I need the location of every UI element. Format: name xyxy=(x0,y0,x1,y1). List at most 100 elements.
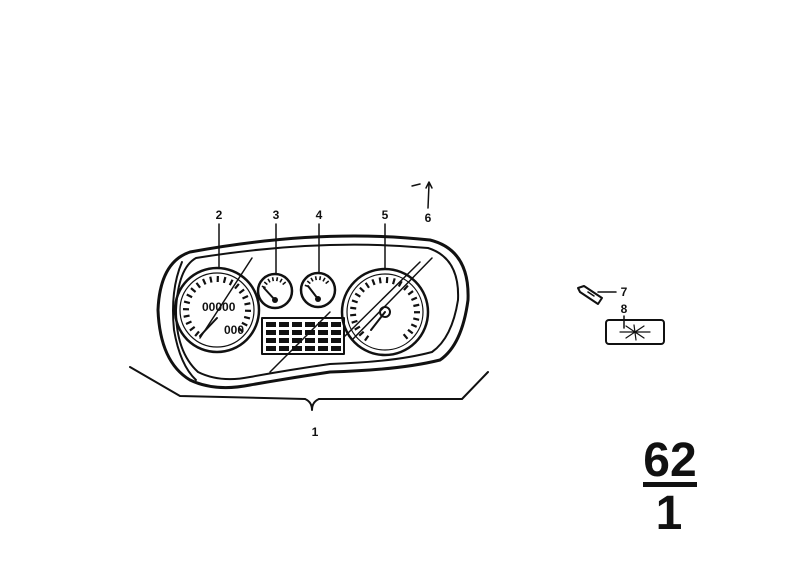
speedometer-tick xyxy=(187,294,192,297)
warning-lamp xyxy=(331,338,341,343)
warning-lamp xyxy=(279,322,289,327)
odometer-readout: 00000 xyxy=(202,300,236,314)
fuel-gauge-hub xyxy=(272,297,278,303)
speedometer: 00000 000 xyxy=(175,268,259,352)
temperature-gauge-tick xyxy=(320,276,321,280)
tachometer-tick xyxy=(355,327,360,330)
tachometer-tick xyxy=(408,330,413,334)
callout-5: 5 xyxy=(382,208,389,222)
speedometer-tick xyxy=(184,302,190,303)
warning-lamp xyxy=(305,338,315,343)
fuel-gauge-tick xyxy=(264,282,267,285)
speedometer-tick xyxy=(224,277,225,283)
temperature-gauge-tick xyxy=(311,278,313,281)
warning-lamp xyxy=(292,330,302,335)
temperature-gauge xyxy=(301,273,335,307)
tachometer-tick xyxy=(366,283,369,288)
warning-lamp xyxy=(266,338,276,343)
temperature-gauge-tick xyxy=(326,281,329,284)
speedometer-tick xyxy=(186,322,191,324)
warning-lamp xyxy=(279,346,289,351)
speedometer-tick xyxy=(196,283,200,288)
fuel-gauge-tick xyxy=(277,277,278,281)
warning-lamp xyxy=(266,330,276,335)
warning-lamp xyxy=(305,322,315,327)
speedometer-tick xyxy=(244,317,250,318)
temperature-gauge-ticks xyxy=(305,276,329,286)
temperature-gauge-tick xyxy=(323,278,325,281)
speedometer-tick xyxy=(243,296,248,298)
fuel-gauge-ticks xyxy=(262,277,286,287)
callout-3: 3 xyxy=(273,208,280,222)
instrument-cluster: 00000 000 xyxy=(158,236,468,388)
warning-lamp xyxy=(279,330,289,335)
group-badge: 62 1 xyxy=(643,434,697,540)
callout-4: 4 xyxy=(316,208,323,222)
tachometer-tick xyxy=(380,277,381,283)
warning-lamp-panel xyxy=(262,318,344,354)
warning-lamp xyxy=(266,346,276,351)
tachometer-tick xyxy=(350,315,356,316)
speedometer-tick xyxy=(235,284,239,289)
tachometer-tick xyxy=(411,324,416,327)
tachometer-tick xyxy=(360,288,364,292)
warning-lamp xyxy=(331,330,341,335)
warning-lamp xyxy=(292,322,302,327)
fuel-gauge-tick xyxy=(268,279,270,282)
tachometer-tick xyxy=(404,334,408,339)
part-6-fastener xyxy=(412,184,420,186)
tachometer-tick xyxy=(350,308,356,309)
fuel-gauge-tick xyxy=(283,282,286,285)
tachometer-tick xyxy=(393,278,395,284)
warning-lamp xyxy=(266,322,276,327)
warning-lamp xyxy=(331,322,341,327)
leader-6 xyxy=(426,182,432,208)
warning-lamp-grid xyxy=(266,322,341,351)
warning-lamp xyxy=(318,338,328,343)
callout-7: 7 xyxy=(621,285,628,299)
warning-lamp xyxy=(318,346,328,351)
speedometer-tick xyxy=(184,316,190,317)
warning-lamp xyxy=(318,330,328,335)
group-badge-top: 62 xyxy=(643,434,696,487)
fuel-gauge-tick xyxy=(280,279,282,282)
temperature-gauge-tick xyxy=(316,276,317,280)
warning-lamp xyxy=(279,338,289,343)
callout-2: 2 xyxy=(216,208,223,222)
tachometer-tick xyxy=(372,279,374,285)
tachometer-needle xyxy=(371,312,385,330)
fuel-gauge-tick xyxy=(273,277,274,281)
warning-lamp xyxy=(305,346,315,351)
tachometer-tick xyxy=(408,291,413,295)
tachometer-tick xyxy=(413,318,419,319)
bulb-socket-part xyxy=(578,286,602,304)
speedometer-tick xyxy=(203,279,205,284)
speedometer-tick xyxy=(239,289,244,293)
speedometer-tick xyxy=(230,280,233,285)
assembly-bracket xyxy=(130,367,488,410)
temperature-gauge-hub xyxy=(315,296,321,302)
speedometer-tick xyxy=(244,303,250,304)
bracket-point xyxy=(305,399,319,410)
trip-readout: 000 xyxy=(224,323,244,337)
speedometer-tick xyxy=(191,288,196,292)
tachometer-tick xyxy=(352,321,358,323)
fuel-gauge xyxy=(258,274,292,308)
tachometer xyxy=(342,269,428,355)
warning-lamp xyxy=(331,346,341,351)
lens-cover-part xyxy=(606,320,664,344)
speedometer-tick xyxy=(190,327,195,331)
bracket-right xyxy=(319,372,488,399)
tachometer-tick xyxy=(355,294,360,297)
tachometer-tick xyxy=(411,298,416,300)
bulb-socket-body xyxy=(578,286,602,304)
callout-6: 6 xyxy=(425,211,432,225)
tachometer-tick xyxy=(352,300,358,302)
callout-1: 1 xyxy=(312,425,319,439)
group-badge-bottom: 1 xyxy=(656,487,683,540)
speedometer-tick xyxy=(210,277,211,283)
temperature-gauge-tick xyxy=(307,281,310,284)
callout-8: 8 xyxy=(621,302,628,316)
